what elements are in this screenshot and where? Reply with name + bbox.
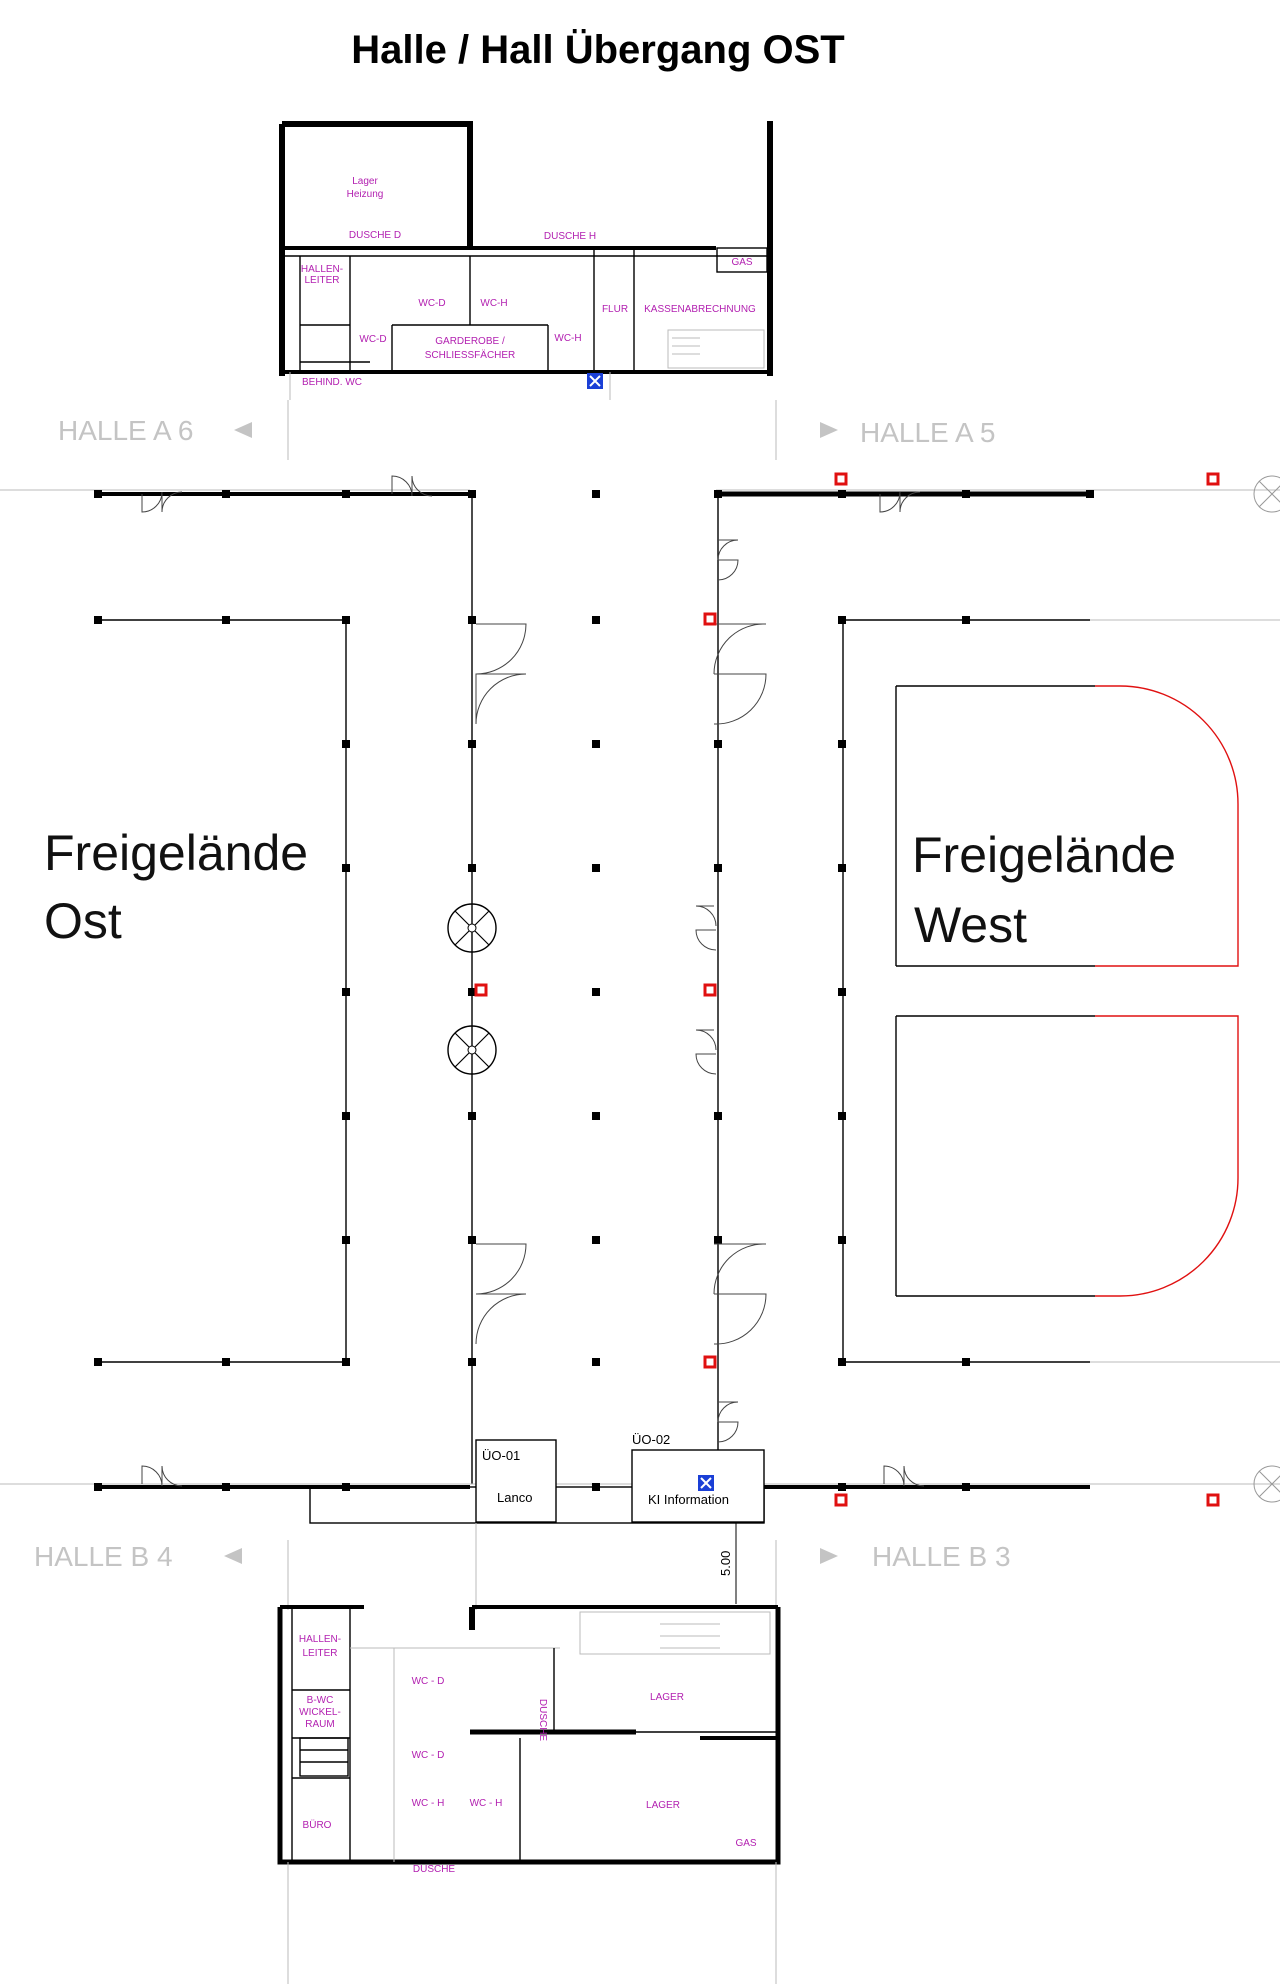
stand-id: ÜO-02 [632,1432,670,1447]
room-label-b-wc: B-WC [307,1695,334,1706]
room-label-wc-h: WC-H [480,298,507,309]
main-hall-structure [0,400,1280,1610]
room-label-dusche-h: DUSCHE H [544,231,596,242]
stand-name: KI Information [648,1492,729,1507]
svg-text:5.00: 5.00 [718,1551,733,1576]
room-label-hallenleiter: HALLEN- [301,264,343,275]
top-building: Lager Heizung DUSCHE D DUSCHE H GAS HALL… [279,121,773,400]
room-label-dusche: DUSCHE [413,1864,456,1875]
room-label-lager: LAGER [650,1692,684,1703]
hydrant-icon [834,1493,848,1507]
room-label-dusche-d: DUSCHE D [349,230,401,241]
room-label-gas: GAS [731,257,752,268]
stand-id: ÜO-01 [482,1448,520,1463]
page-title: Halle / Hall Übergang OST [351,27,844,72]
hall-label-b4: HALLE B 4 [34,1541,173,1572]
room-label-heizung: Heizung [347,189,384,200]
arrow-left-icon [224,1548,242,1564]
stand-name: Lanco [497,1490,532,1505]
room-label-garderobe: GARDEROBE / [435,336,505,347]
room-label-hallenleiter-2: LEITER [304,275,339,286]
info-marker-icon [587,373,603,389]
columns [94,490,1094,1491]
room-label-lager-2: LAGER [646,1800,680,1811]
hall-label-b3: HALLE B 3 [872,1541,1011,1572]
room-label-hallenleiter: HALLEN- [299,1634,341,1645]
fan-icon [447,903,497,953]
fan-icon [1253,475,1280,513]
hydrant-icon [1206,1493,1220,1507]
dimension-line: 5.00 [718,1522,737,1604]
hydrant-icon [474,983,488,997]
room-label-behind-wc: BEHIND. WC [302,377,362,388]
room-label-wickel: WICKEL- [299,1707,341,1718]
area-label-west: West [914,897,1027,953]
room-label-wc-h-2: WC-H [554,333,581,344]
info-marker-icon [698,1475,714,1491]
arrow-left-icon [234,422,252,438]
room-label-wc-h: WC - H [412,1798,445,1809]
stand-uo-01[interactable]: ÜO-01 Lanco [475,1439,557,1523]
area-label-freigelaende-ost: Freigelände [44,825,308,881]
hydrant-icon [703,983,717,997]
room-label-wc-d: WC - D [412,1676,445,1687]
hydrant-icon [703,612,717,626]
hydrant-icon [703,1355,717,1369]
room-label-buero: BÜRO [303,1819,332,1831]
room-label-kassenabrechnung: KASSENABRECHNUNG [644,304,756,315]
fan-icon [1253,1465,1280,1503]
room-label-flur: FLUR [602,304,628,315]
room-label-dusche-vertical: DUSCHE [537,1699,548,1742]
hydrant-icon [834,472,848,486]
room-label-wc-d-2: WC - D [412,1750,445,1761]
hydrant-icon [1206,472,1220,486]
room-label-hallenleiter-2: LEITER [302,1648,337,1659]
arrow-right-icon [820,1548,838,1564]
area-label-ost: Ost [44,893,122,949]
arrow-right-icon [820,422,838,438]
room-label-wc-d: WC-D [418,298,445,309]
room-label-wc-h-2: WC - H [470,1798,503,1809]
area-label-freigelaende-west: Freigelände [912,827,1176,883]
room-label-wc-d-2: WC-D [359,334,386,345]
door-swing-icon [141,475,925,1487]
room-label-schliessfaecher: SCHLIESSFÄCHER [425,349,516,361]
fan-icon [447,1025,497,1075]
room-label-raum: RAUM [305,1719,334,1730]
room-label-lager: Lager [352,176,378,187]
room-label-gas: GAS [735,1838,756,1849]
bottom-building: HALLEN- LEITER B-WC WICKEL- RAUM WC - D … [277,1605,781,1984]
hall-label-a5: HALLE A 5 [860,417,995,448]
hall-label-a6: HALLE A 6 [58,415,193,446]
